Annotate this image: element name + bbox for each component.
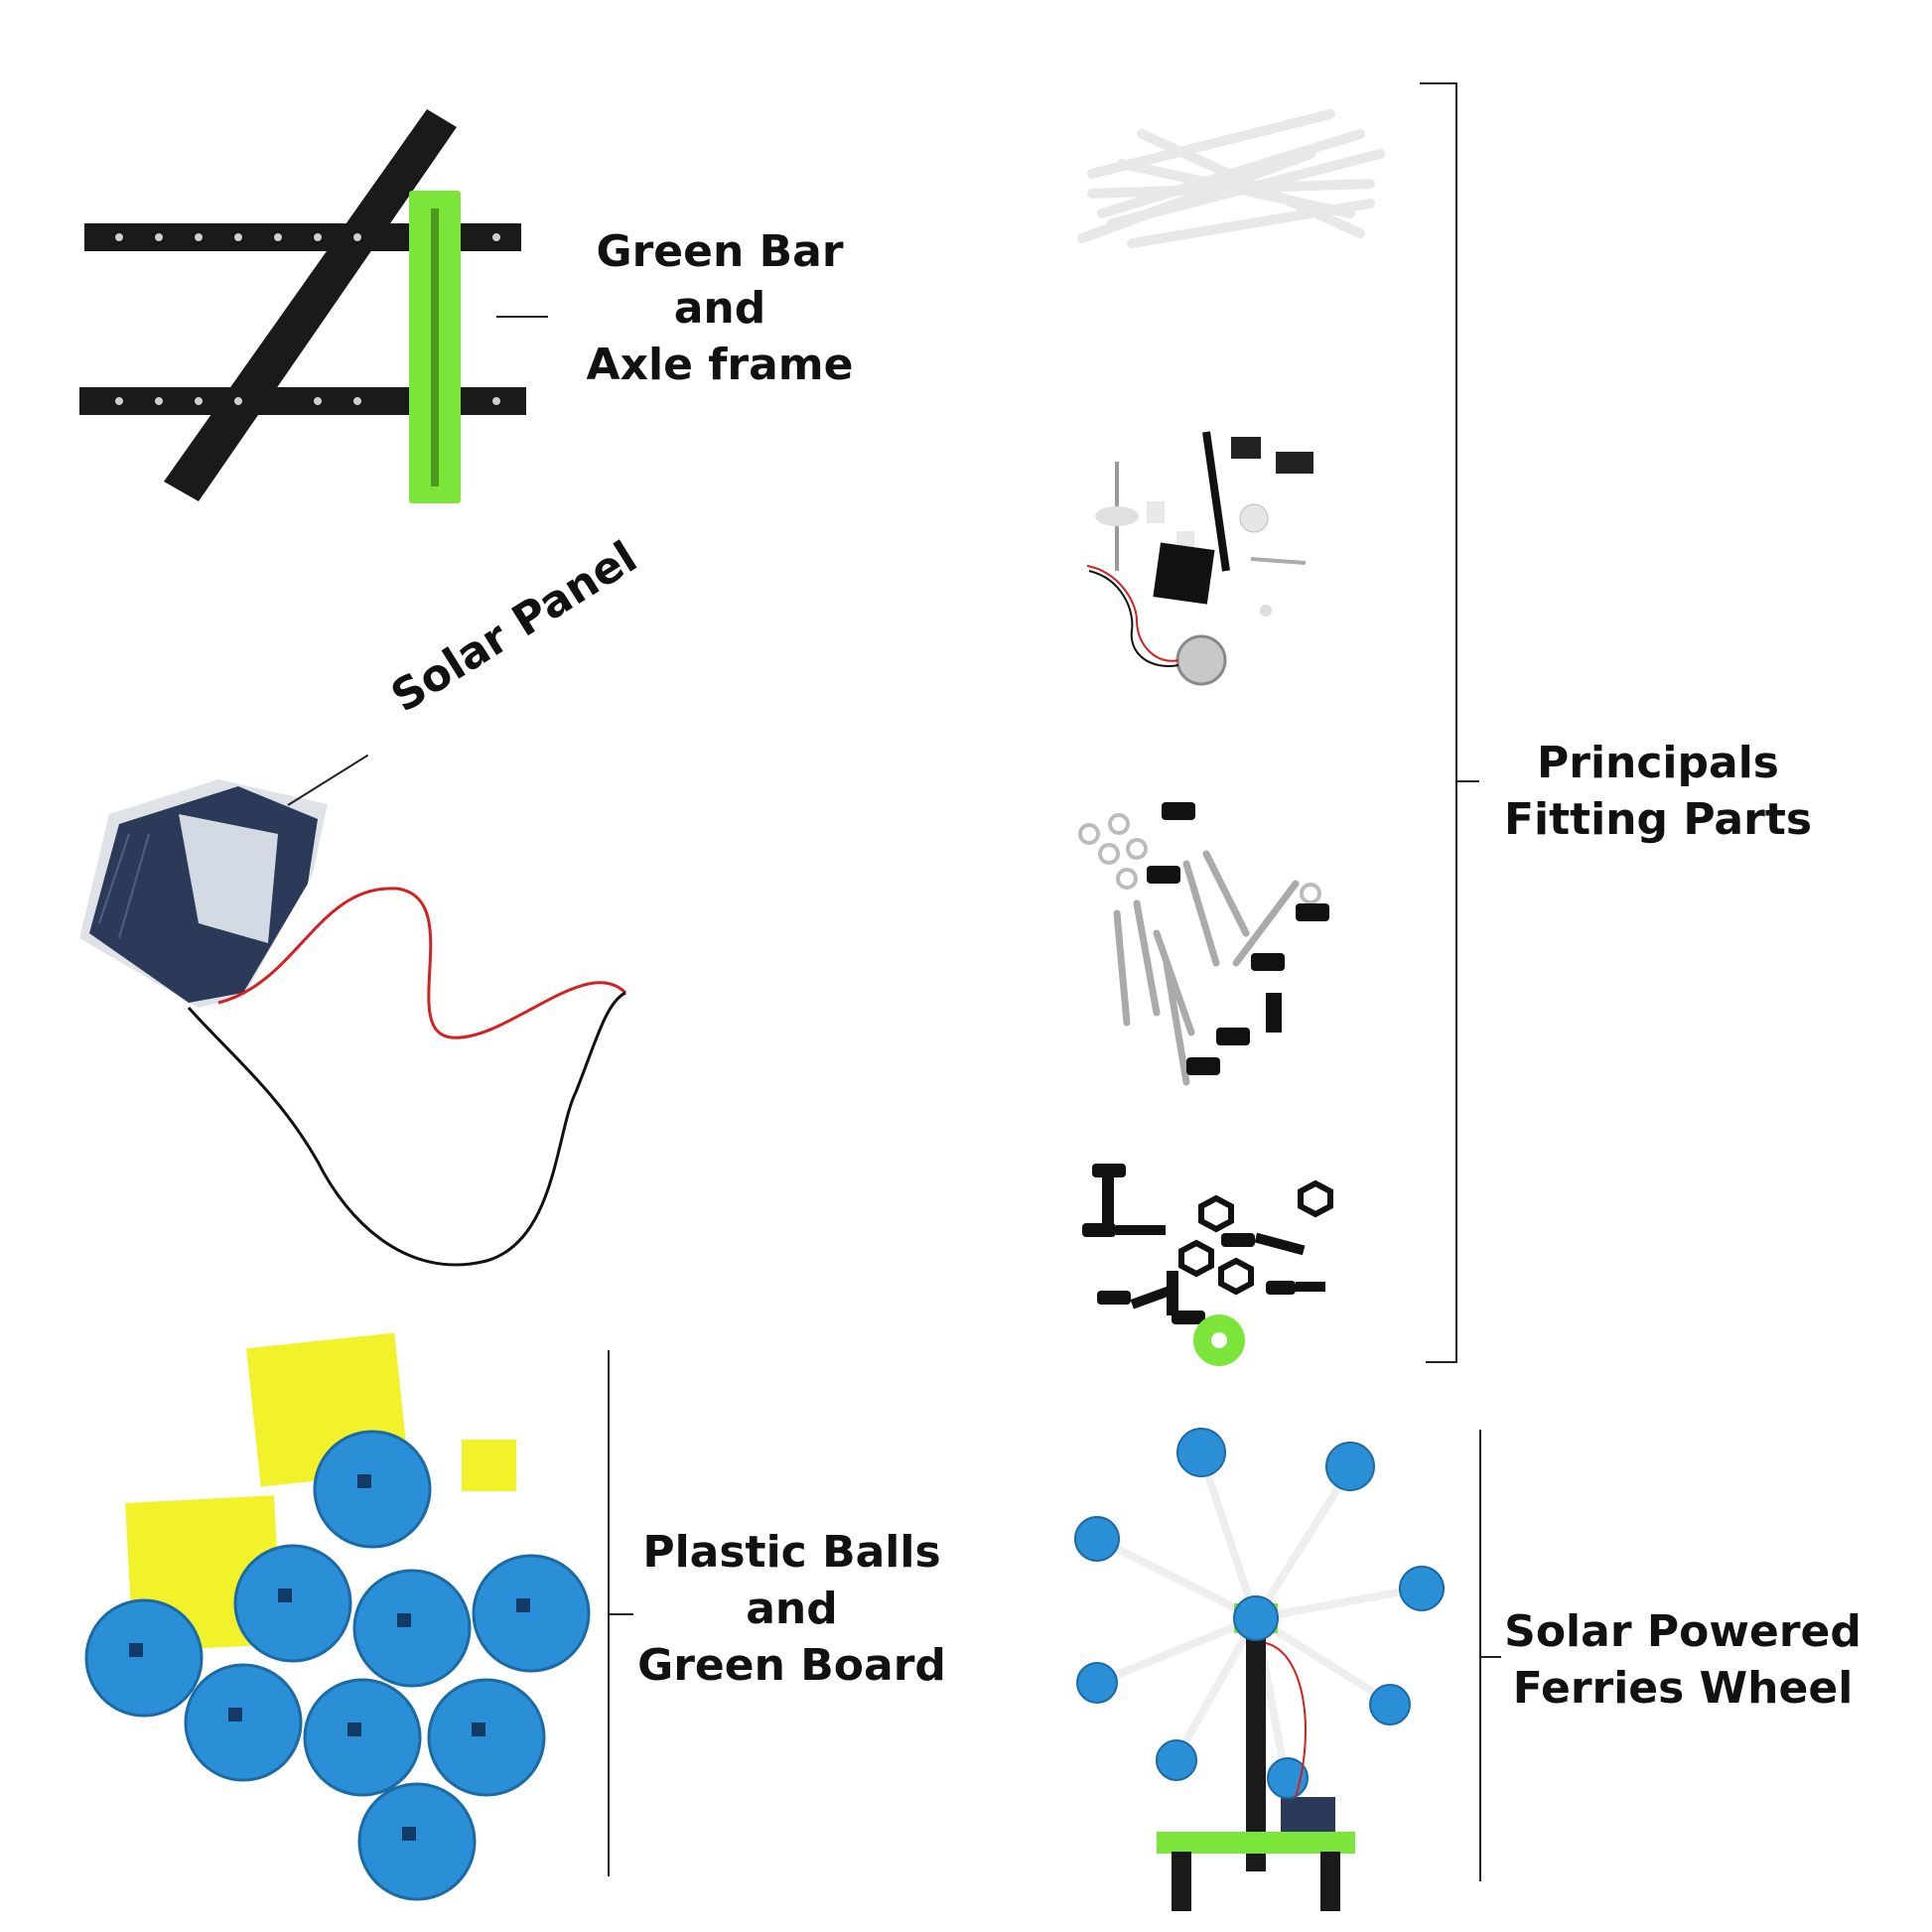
- plastic-balls-label: Plastic Balls and Green Board: [616, 1524, 968, 1695]
- ferris-wheel-label: Solar Powered Ferries Wheel: [1494, 1603, 1871, 1717]
- solar-panel-image: [79, 779, 627, 1267]
- plastic-balls-label-line2: and: [746, 1584, 838, 1635]
- green-bar-label: Green Bar and Axle frame: [556, 223, 884, 394]
- plastic-balls-label-line1: Plastic Balls: [642, 1527, 941, 1578]
- green-bar-label-line2: and: [673, 283, 766, 335]
- principal-parts-label-line1: Principals: [1537, 738, 1779, 788]
- motor-gear-kit-image: [1086, 431, 1313, 686]
- ferris-wheel-label-line1: Solar Powered: [1504, 1606, 1862, 1657]
- ferris-wheel-image: [1074, 1428, 1445, 1911]
- ferris-wheel-bracket-tick: [1481, 1656, 1501, 1658]
- principal-parts-bracket: [1455, 82, 1457, 1363]
- plastic-balls-image: [84, 1332, 591, 1901]
- plastic-balls-label-line3: Green Board: [637, 1640, 946, 1692]
- green-bar-label-line1: Green Bar: [596, 226, 844, 277]
- principal-parts-label: Principals Fitting Parts: [1479, 735, 1837, 848]
- principal-parts-label-line2: Fitting Parts: [1503, 794, 1813, 846]
- ferris-wheel-label-line2: Ferries Wheel: [1512, 1663, 1854, 1715]
- solar-panel-label-text: Solar Panel: [382, 531, 646, 723]
- screws-nuts-black-image: [1082, 1164, 1333, 1366]
- white-sticks-image: [1077, 109, 1385, 248]
- principal-parts-bracket-tick: [1457, 780, 1479, 782]
- screws-nuts-silver-image: [1078, 802, 1329, 1086]
- green-bar-leader-line: [496, 316, 548, 318]
- plastic-balls-bracket-tick: [608, 1613, 633, 1615]
- ferris-wheel-bracket: [1479, 1430, 1481, 1881]
- principal-parts-bracket-bottom: [1426, 1361, 1457, 1363]
- green-bar-label-line3: Axle frame: [586, 340, 854, 391]
- principal-parts-bracket-top: [1420, 82, 1457, 84]
- axle-frame-image: [79, 109, 526, 503]
- solar-panel-label: Solar Panel: [377, 527, 651, 728]
